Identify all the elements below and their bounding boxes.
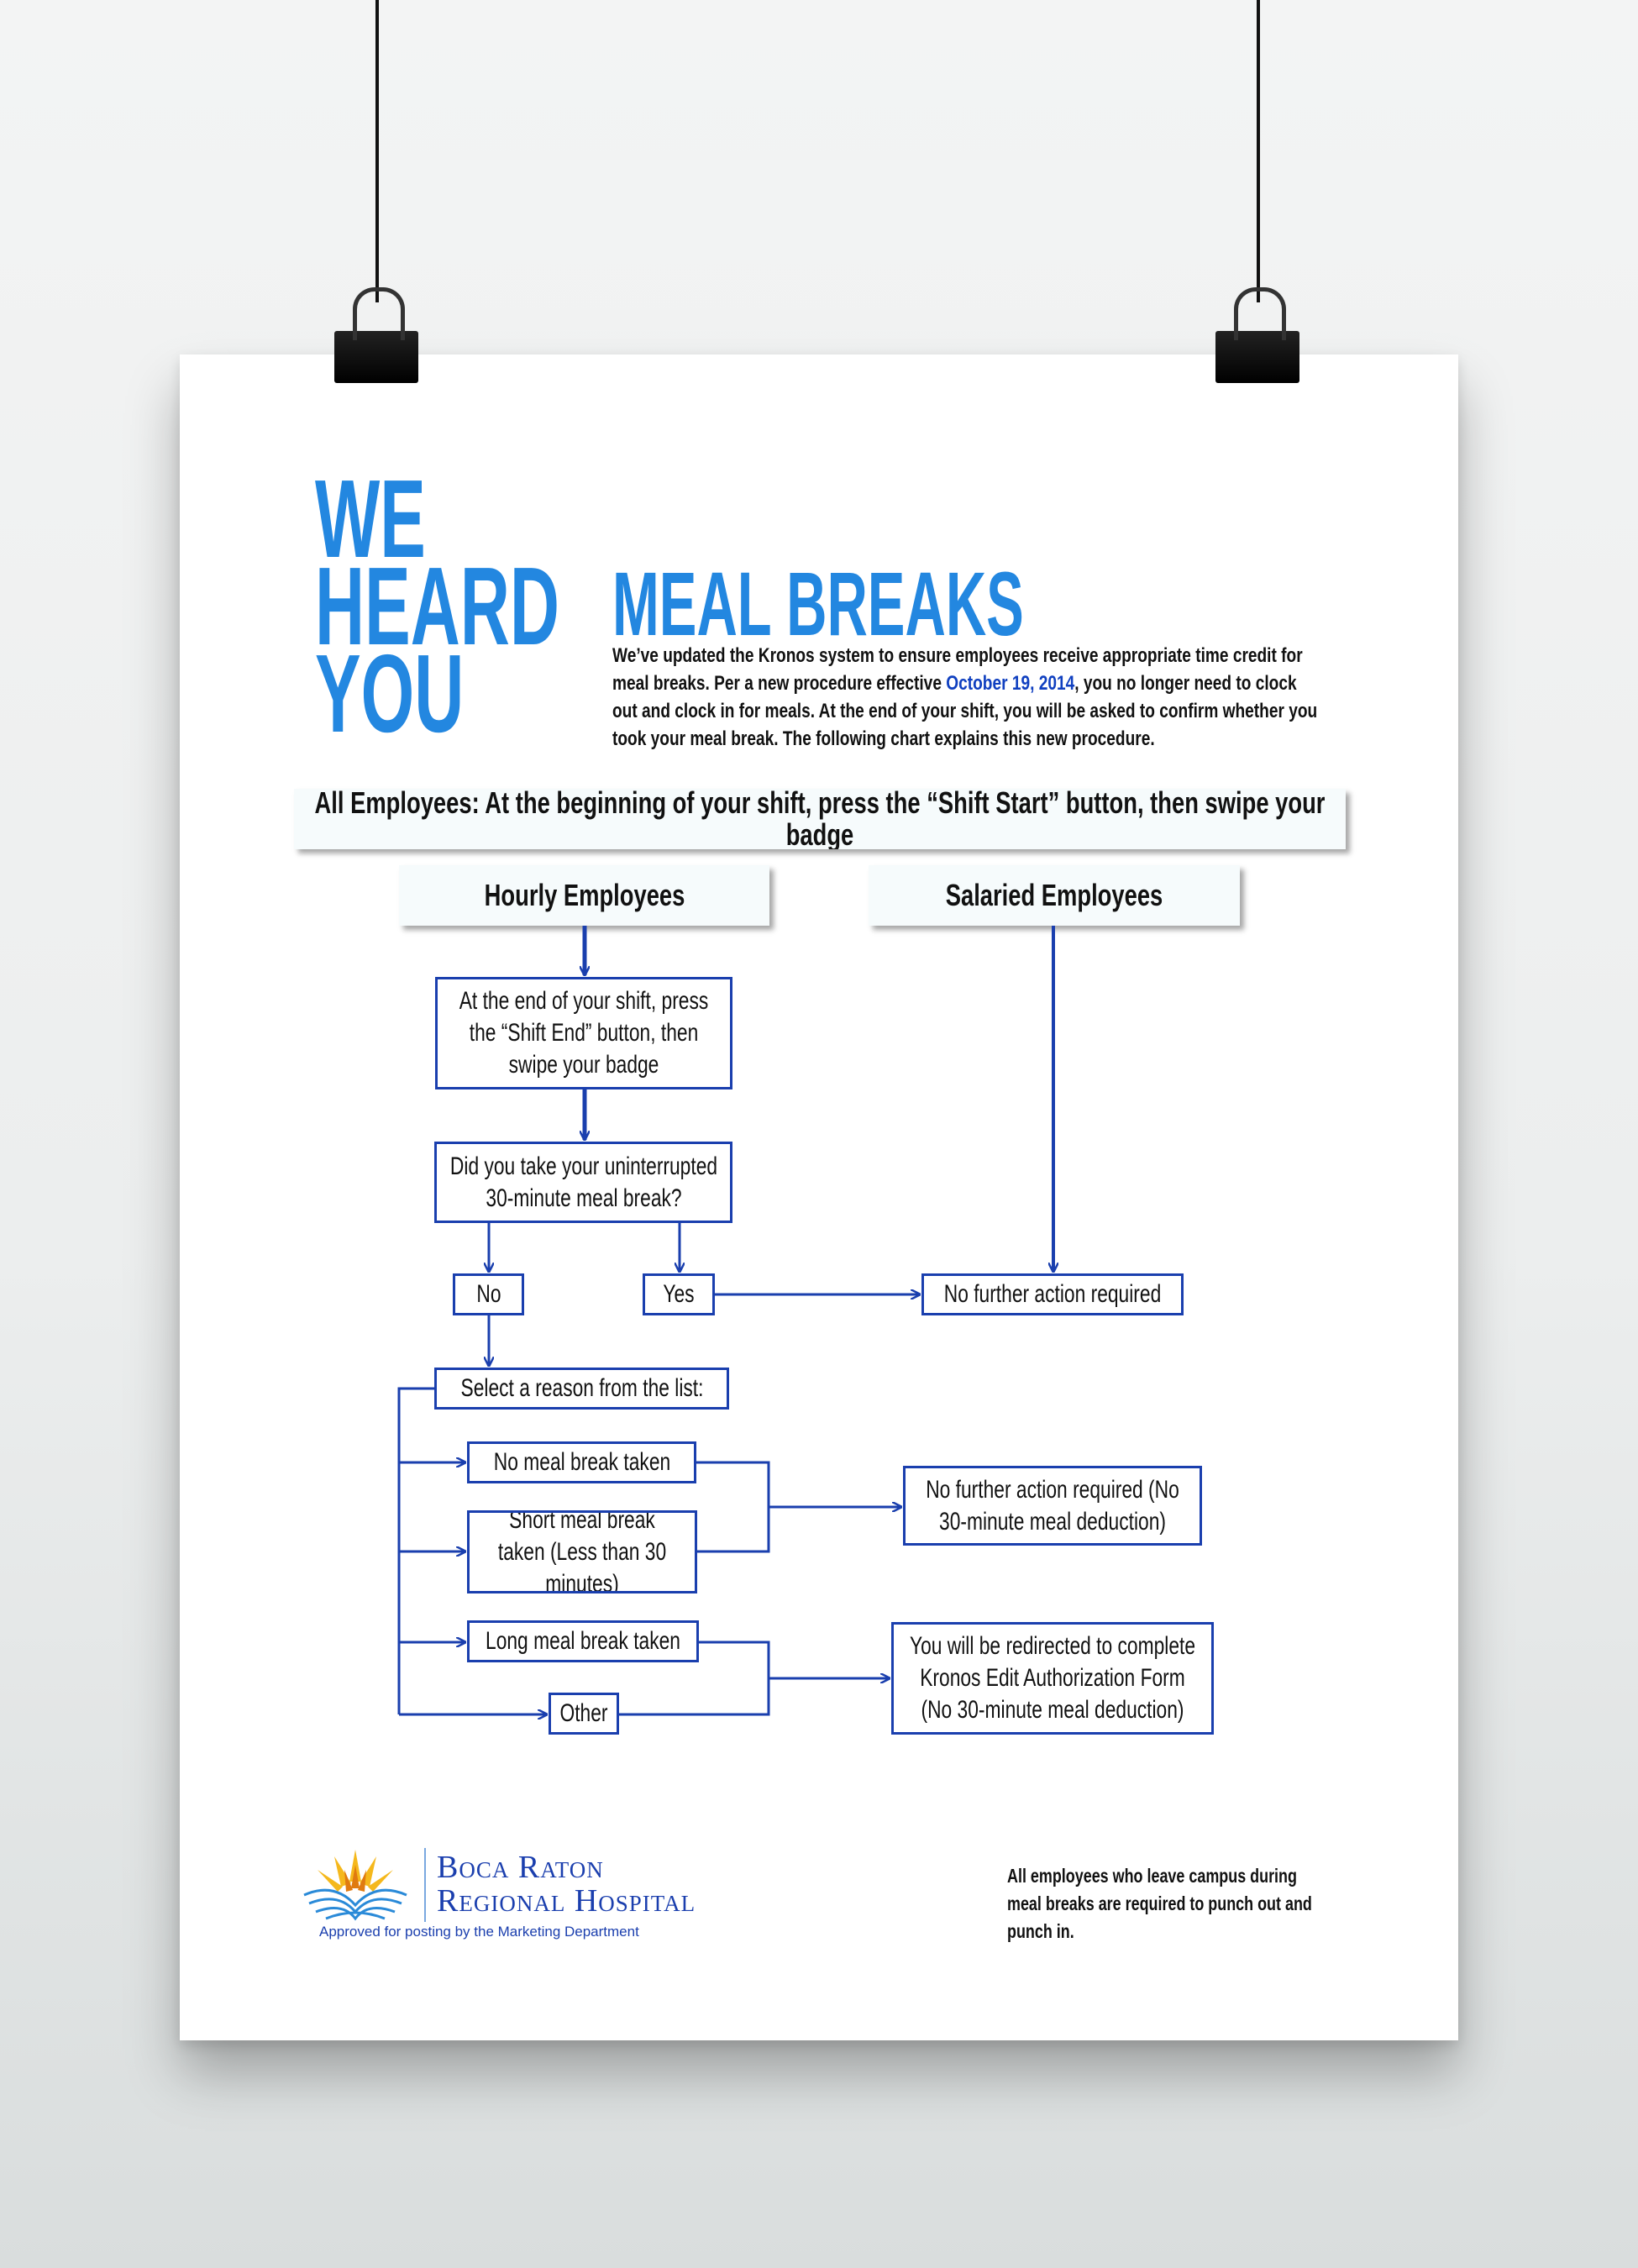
intro-part: We’ve updated the Kronos system to ensur… bbox=[612, 644, 1303, 695]
all-employees-banner: All Employees: At the beginning of your … bbox=[294, 789, 1346, 849]
hanging-string-left bbox=[375, 0, 379, 302]
hourly-header: Hourly Employees bbox=[399, 865, 769, 926]
no-further-action-deduction-box: No further action required (No 30-minute… bbox=[903, 1466, 1202, 1546]
reason-long-meal: Long meal break taken bbox=[467, 1620, 699, 1662]
reason-no-meal: No meal break taken bbox=[467, 1441, 696, 1483]
meal-break-question: Did you take your uninterrupted 30-minut… bbox=[434, 1142, 732, 1223]
campus-note: All employees who leave campus during me… bbox=[1007, 1865, 1312, 1942]
reason-text: Short meal break taken (Less than 30 min… bbox=[497, 1510, 667, 1593]
reason-other: Other bbox=[549, 1693, 619, 1735]
no-action-deduction-text: No further action required (No 30-minute… bbox=[926, 1475, 1179, 1536]
hanging-string-right bbox=[1257, 0, 1260, 302]
reason-text: Other bbox=[559, 1699, 608, 1727]
hospital-name-line: Boca Raton bbox=[437, 1850, 604, 1885]
intro-text: We’ve updated the Kronos system to ensur… bbox=[612, 642, 1321, 753]
binder-clip-left bbox=[334, 287, 418, 383]
logo-divider bbox=[424, 1848, 426, 1922]
reason-short-meal: Short meal break taken (Less than 30 min… bbox=[467, 1510, 697, 1593]
merge-no-short bbox=[696, 1461, 770, 1553]
salaried-header: Salaried Employees bbox=[869, 865, 1240, 926]
redirect-text: You will be redirected to complete Krono… bbox=[909, 1632, 1196, 1724]
reason-text: No meal break taken bbox=[493, 1448, 670, 1476]
page-title: MEAL BREAKS bbox=[612, 553, 1024, 654]
banner-text: All Employees: At the beginning of your … bbox=[314, 789, 1326, 849]
approval-note: Approved for posting by the Marketing De… bbox=[319, 1924, 639, 1940]
select-reason-text: Select a reason from the list: bbox=[460, 1374, 703, 1402]
reason-branch-line bbox=[397, 1387, 434, 1714]
hospital-logo-icon bbox=[303, 1850, 407, 1921]
answer-no: No bbox=[453, 1273, 524, 1315]
yes-label: Yes bbox=[663, 1280, 695, 1308]
poster bbox=[180, 354, 1458, 2040]
hourly-label: Hourly Employees bbox=[484, 878, 685, 912]
redirect-box: You will be redirected to complete Krono… bbox=[891, 1622, 1214, 1735]
effective-date: October 19, 2014 bbox=[946, 672, 1075, 695]
answer-yes: Yes bbox=[643, 1273, 715, 1315]
headline-line: YOU bbox=[315, 632, 465, 755]
headline: WE HEARD YOU bbox=[315, 457, 560, 755]
binder-clip-right bbox=[1215, 287, 1299, 383]
no-further-action-box: No further action required bbox=[921, 1273, 1184, 1315]
intro-part: , you no longer need to clock out and cl… bbox=[612, 672, 1318, 750]
shift-end-text: At the end of your shift, press the “Shi… bbox=[459, 987, 709, 1079]
hospital-name-line: Regional Hospital bbox=[437, 1883, 696, 1919]
select-reason-box: Select a reason from the list: bbox=[434, 1368, 729, 1410]
question-text: Did you take your uninterrupted 30-minut… bbox=[449, 1152, 717, 1212]
reason-text: Long meal break taken bbox=[486, 1627, 680, 1655]
no-label: No bbox=[475, 1280, 501, 1308]
shift-end-step: At the end of your shift, press the “Shi… bbox=[435, 977, 732, 1089]
salaried-label: Salaried Employees bbox=[945, 878, 1163, 912]
headline-line: WE bbox=[315, 457, 426, 580]
headline-line: HEARD bbox=[315, 544, 560, 668]
no-action-text: No further action required bbox=[943, 1280, 1162, 1308]
